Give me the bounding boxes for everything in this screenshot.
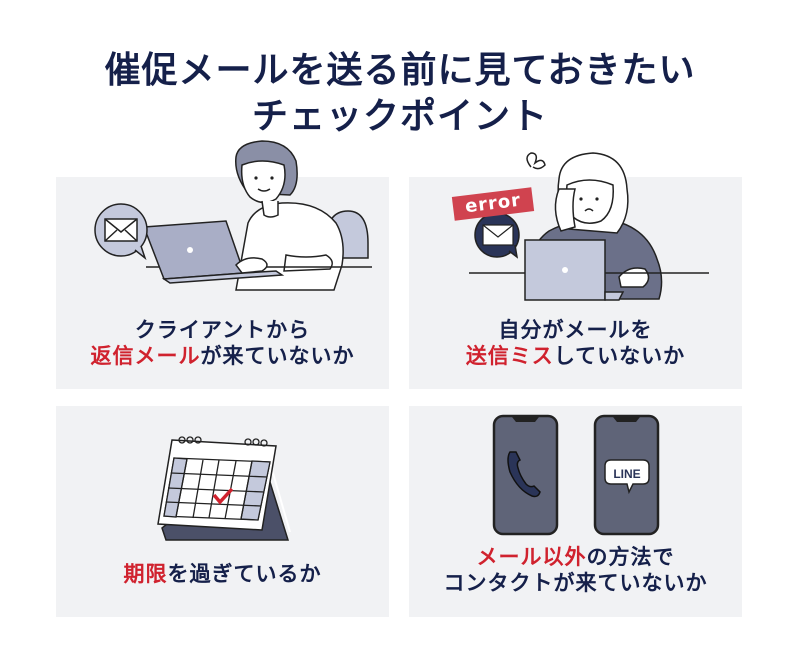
checkpoint-card-reply: クライアントから 返信メールが来ていないか xyxy=(56,140,389,389)
calendar-icon xyxy=(157,436,291,541)
caption-highlight: 送信ミス xyxy=(465,344,554,368)
caption: 自分がメールを 送信ミスしていないか xyxy=(409,317,742,369)
checkpoint-card-other-contact: LINE メール以外の方法で コンタクトが来ていないか xyxy=(409,406,742,617)
caption-line-2: 返信メールが来ていないか xyxy=(90,344,355,368)
caption: 期限を過ぎているか xyxy=(56,561,389,587)
caption-line-1: メール以外の方法で xyxy=(476,545,675,569)
checkpoint-card-deadline: 期限を過ぎているか xyxy=(56,406,389,617)
smartphone-line-icon: LINE xyxy=(593,414,660,536)
smartphone-phone-icon xyxy=(492,414,559,536)
laptop-illustration xyxy=(469,239,709,301)
caption-highlight: 期限 xyxy=(123,562,168,586)
envelope-icon xyxy=(94,203,148,261)
caption-highlight: メール以外 xyxy=(476,545,587,569)
checkpoint-card-send-error: error 自分がメールを 送信ミスしていないか xyxy=(409,152,742,389)
title-line-1: 催促メールを送る前に見ておきたい xyxy=(104,50,696,91)
envelope-icon xyxy=(474,212,520,259)
caption-line-1: クライアントから xyxy=(134,318,311,342)
page-title: 催促メールを送る前に見ておきたい チェックポイント xyxy=(0,48,800,140)
woman-typing-illustration xyxy=(142,140,372,291)
line-label: LINE xyxy=(613,467,640,481)
caption-line-2: コンタクトが来ていないか xyxy=(443,571,708,595)
caption-line-1: 自分がメールを xyxy=(498,318,653,342)
caption-line-2: 送信ミスしていないか xyxy=(465,344,686,368)
caption: メール以外の方法で コンタクトが来ていないか xyxy=(409,544,742,596)
caption-line-1: 期限を過ぎているか xyxy=(123,562,322,586)
caption: クライアントから 返信メールが来ていないか xyxy=(56,317,389,369)
caption-highlight: 返信メール xyxy=(90,344,201,368)
title-line-2: チェックポイント xyxy=(251,96,548,137)
